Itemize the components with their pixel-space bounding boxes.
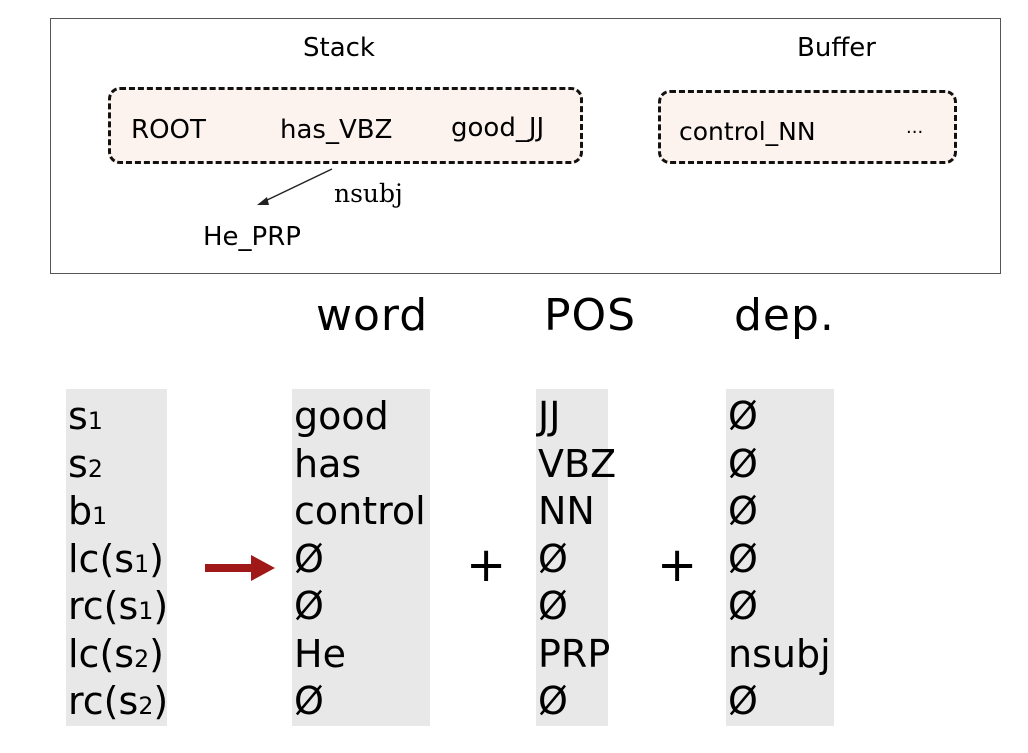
- row-label-subscript: 1: [87, 407, 103, 436]
- pos-cell: Ø: [538, 536, 568, 581]
- dep-cell: Ø: [728, 489, 758, 533]
- row-label-base: s: [114, 536, 135, 581]
- header-dep: dep.: [734, 290, 835, 341]
- row-label-base: s: [68, 394, 88, 438]
- pos-cell: PRP: [538, 631, 611, 676]
- row-label-suffix: ): [153, 584, 169, 628]
- row-label-subscript: 2: [134, 644, 150, 673]
- dependency-arrow-line: [262, 168, 333, 203]
- row-label-suffix: ): [153, 679, 169, 723]
- dep-cell: Ø: [728, 441, 758, 486]
- pos-cell: VBZ: [538, 441, 617, 486]
- row-label-subscript: 1: [92, 502, 108, 531]
- stack-box: [108, 87, 583, 164]
- dep-cell: Ø: [728, 584, 758, 628]
- row-label: s2: [66, 441, 167, 489]
- dependent-token-he: He_PRP: [203, 222, 301, 252]
- pos-cell: Ø: [538, 584, 568, 628]
- pos-cell: NN: [538, 489, 595, 533]
- row-label-prefix: rc(: [68, 584, 119, 628]
- row-label: rc(s1): [66, 583, 169, 631]
- dependency-arc: [257, 168, 333, 205]
- row-label-base: s: [68, 441, 88, 486]
- row-label-base: s: [118, 584, 139, 628]
- row-label-subscript: 1: [138, 597, 154, 626]
- row-label-prefix: rc(: [68, 679, 119, 723]
- plus-sign-1: +: [466, 537, 507, 593]
- header-word: word: [316, 290, 429, 341]
- stack-token-good: good_JJ: [451, 113, 545, 143]
- pos-cell: Ø: [538, 679, 568, 723]
- stack-title: Stack: [303, 33, 375, 63]
- red-arrow-icon: [205, 555, 275, 581]
- row-label-prefix: lc(: [68, 631, 115, 676]
- row-label-base: s: [118, 679, 139, 723]
- word-cell: Ø: [294, 536, 324, 581]
- dependency-arrowhead: [257, 197, 269, 205]
- dep-cell: Ø: [728, 536, 758, 581]
- pos-cell: JJ: [538, 394, 561, 438]
- row-label-subscript: 2: [138, 692, 154, 721]
- dep-cell: nsubj: [728, 631, 831, 676]
- row-label: s1: [66, 393, 167, 441]
- row-label: b1: [66, 488, 167, 536]
- word-cell: Ø: [294, 679, 324, 723]
- plus-sign-2: +: [657, 537, 698, 593]
- buffer-token-control: control_NN: [679, 117, 816, 146]
- word-cell: control: [294, 489, 426, 533]
- stack-token-root: ROOT: [131, 115, 206, 145]
- row-label-suffix: ): [149, 631, 164, 676]
- word-cell: good: [294, 394, 389, 438]
- stack-token-has: has_VBZ: [280, 115, 393, 145]
- word-cell: He: [294, 631, 346, 676]
- row-label-subscript: 1: [134, 549, 150, 578]
- dep-cell: Ø: [728, 394, 758, 438]
- word-cell: Ø: [294, 584, 324, 628]
- arc-label-nsubj: nsubj: [334, 179, 403, 208]
- buffer-token-ellipsis: ...: [906, 117, 924, 138]
- row-label: rc(s2): [66, 678, 169, 726]
- buffer-title: Buffer: [797, 33, 876, 63]
- row-label-subscript: 2: [87, 454, 103, 483]
- word-cell: has: [294, 441, 362, 486]
- row-label: lc(s1): [66, 536, 167, 584]
- row-label-suffix: ): [149, 536, 164, 581]
- row-label-prefix: lc(: [68, 536, 115, 581]
- dep-cell: Ø: [728, 679, 758, 723]
- buffer-box: [658, 90, 957, 164]
- row-label-base: b: [68, 489, 93, 533]
- row-label: lc(s2): [66, 631, 167, 679]
- parser-state-panel: Stack Buffer ROOT has_VBZ good_JJ contro…: [50, 18, 1001, 274]
- row-label-base: s: [114, 631, 135, 676]
- header-pos: POS: [544, 290, 637, 341]
